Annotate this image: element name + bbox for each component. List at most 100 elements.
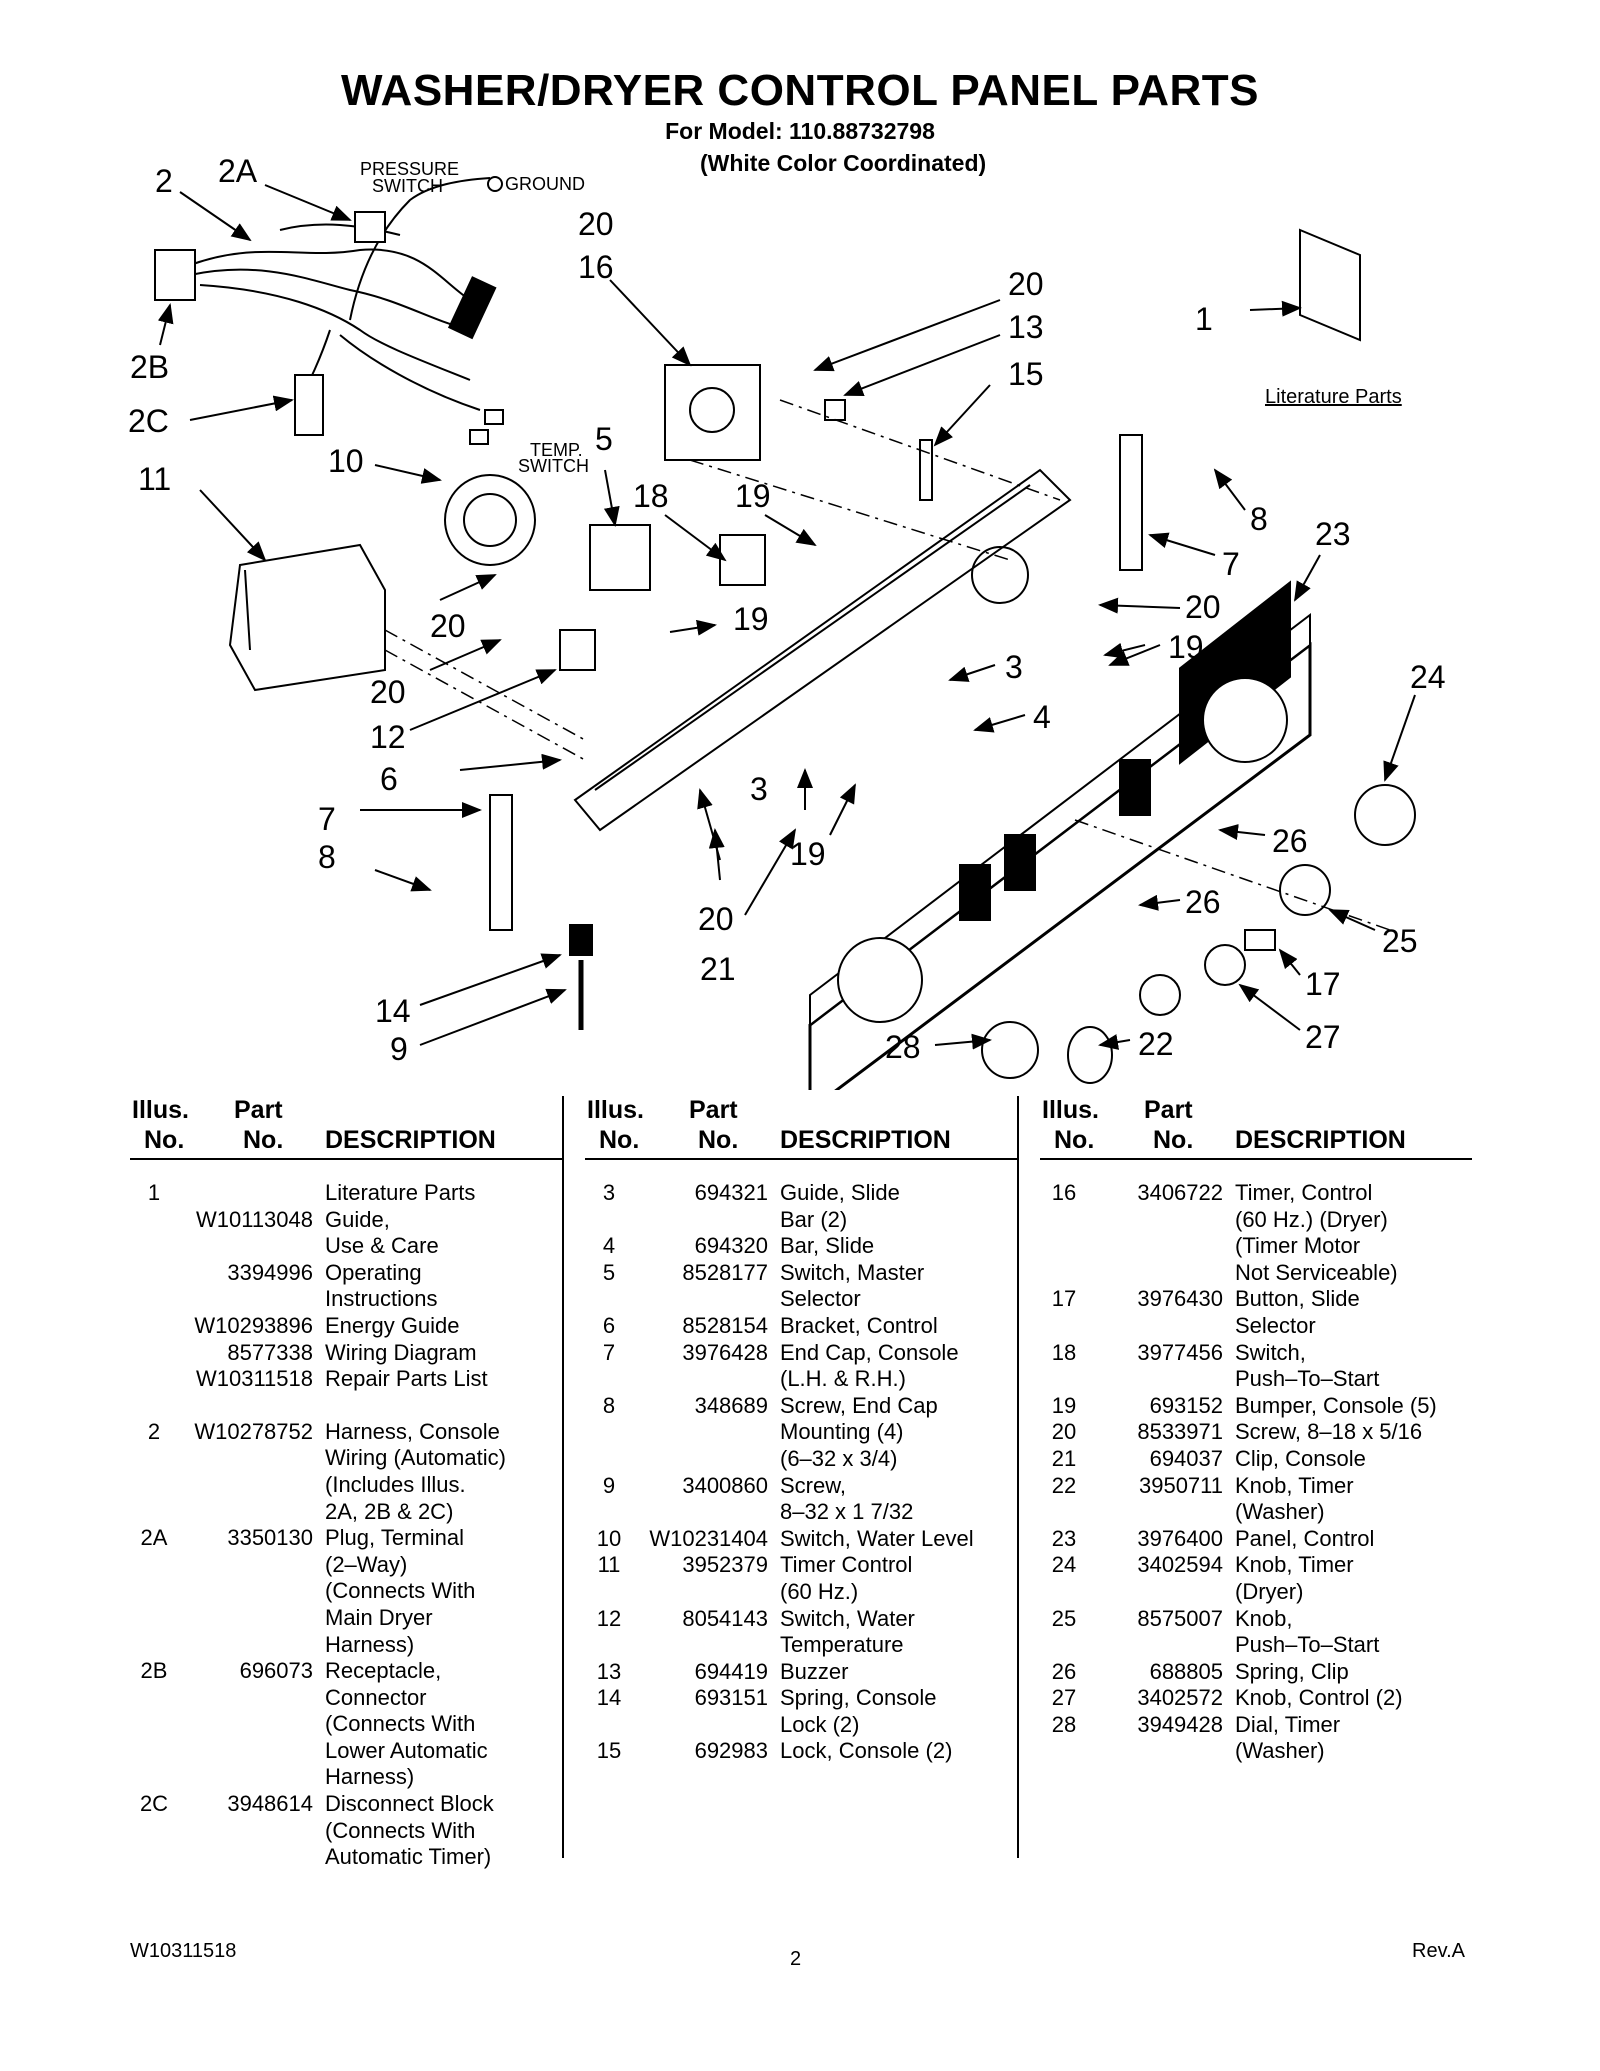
callout: 10 [328,443,364,479]
callout: 20 [1185,589,1221,625]
part-number: 696073 [239,1658,313,1684]
panel-knob-opening [837,937,923,1023]
master-selector-switch-5 [589,524,651,591]
part-description: End Cap, Console(L.H. & R.H.) [768,1340,959,1393]
description-line: (60 Hz.) (Dryer) [1235,1206,1388,1232]
part-number: 3976428 [682,1339,768,1365]
callout: 5 [595,421,613,457]
illus-number: 9 [602,1472,616,1498]
description-line: 2A, 2B & 2C) [325,1498,454,1524]
part-description: Timer, Control(60 Hz.) (Dryer)(Timer Mot… [1223,1180,1398,1286]
part-description: Knob, Control (2) [1223,1685,1403,1712]
part-number: 8577338 [227,1339,313,1365]
illus-number: 24 [1051,1552,1077,1578]
description-line: Disconnect Block [325,1791,494,1817]
illus-number: 16 [1051,1180,1077,1205]
header-illus: Illus. [587,1096,644,1124]
description-line: Knob, [1235,1605,1293,1631]
description-line: Harness) [325,1764,415,1790]
callout: 16 [578,249,614,285]
callout: 20 [578,206,614,242]
pressure-switch-label-2: SWITCH [372,176,443,196]
illus-number: 5 [602,1259,616,1285]
panel-slot [1004,834,1036,891]
description-line: Push–To–Start [1235,1366,1380,1392]
description-line: Guide, [325,1206,390,1232]
part-number: W10113048 [195,1206,313,1232]
callout: 18 [633,478,669,514]
callout: 19 [735,478,771,514]
callout: 4 [1033,699,1051,735]
part-description: Bracket, Control [768,1313,938,1340]
callout: 21 [700,951,736,987]
part-description: Knob, Timer(Washer) [1223,1473,1354,1526]
illus-number: 20 [1051,1419,1077,1445]
illus-number: 3 [602,1180,616,1205]
part-number: W10231404 [649,1525,768,1551]
description-line: (Dryer) [1235,1578,1304,1604]
callout: 23 [1315,516,1351,552]
illus-number: 23 [1051,1525,1077,1551]
description-line: Wiring Diagram [325,1339,477,1365]
push-to-start-knob-25 [1279,864,1331,916]
part-description: Energy Guide [313,1313,460,1340]
part-number: 692983 [694,1738,768,1764]
description-line: End Cap, Console [780,1339,959,1365]
description-line: Selector [1235,1312,1316,1338]
callout: 19 [1168,629,1204,665]
illus-number: 7 [602,1339,616,1365]
description-line: Spring, Console [780,1685,937,1711]
illus-number [130,1313,178,1340]
panel-slot [959,864,991,921]
part-number: 3977456 [1137,1339,1223,1365]
callout: 28 [885,1029,921,1065]
callout: 27 [1305,1019,1341,1055]
illus-number: 13 [596,1658,622,1684]
timer-control-16 [664,364,761,461]
part-number: 3949428 [1137,1711,1223,1737]
description-line: Knob, Timer [1235,1472,1354,1498]
description-line: Screw, 8–18 x 5/16 [1235,1419,1423,1445]
console-lock-15 [919,439,933,501]
description-line: (Washer) [1235,1738,1325,1764]
bracket-hole [971,546,1029,604]
description-line: Lower Automatic [325,1737,488,1763]
illus-number: 27 [1051,1685,1077,1711]
illus-number: 2B [140,1658,168,1684]
part-number: W10278752 [194,1418,313,1444]
part-number: 8575007 [1137,1605,1223,1631]
callout: 22 [1138,1026,1174,1062]
footer-page-number: 2 [790,1948,802,1970]
header-no: No. [599,1126,640,1154]
header-illus: Illus. [132,1096,189,1124]
illus-number: 2C [139,1791,169,1817]
callout: 19 [733,601,769,637]
footer-revision: Rev.A [1412,1940,1465,1962]
water-temp-switch-12 [559,629,596,671]
control-knob-27 [1139,974,1181,1016]
part-number: 3402572 [1137,1685,1223,1711]
callout: 20 [430,608,466,644]
illus-number: 2 [147,1418,161,1444]
part-description: Knob, Timer(Dryer) [1223,1552,1354,1605]
